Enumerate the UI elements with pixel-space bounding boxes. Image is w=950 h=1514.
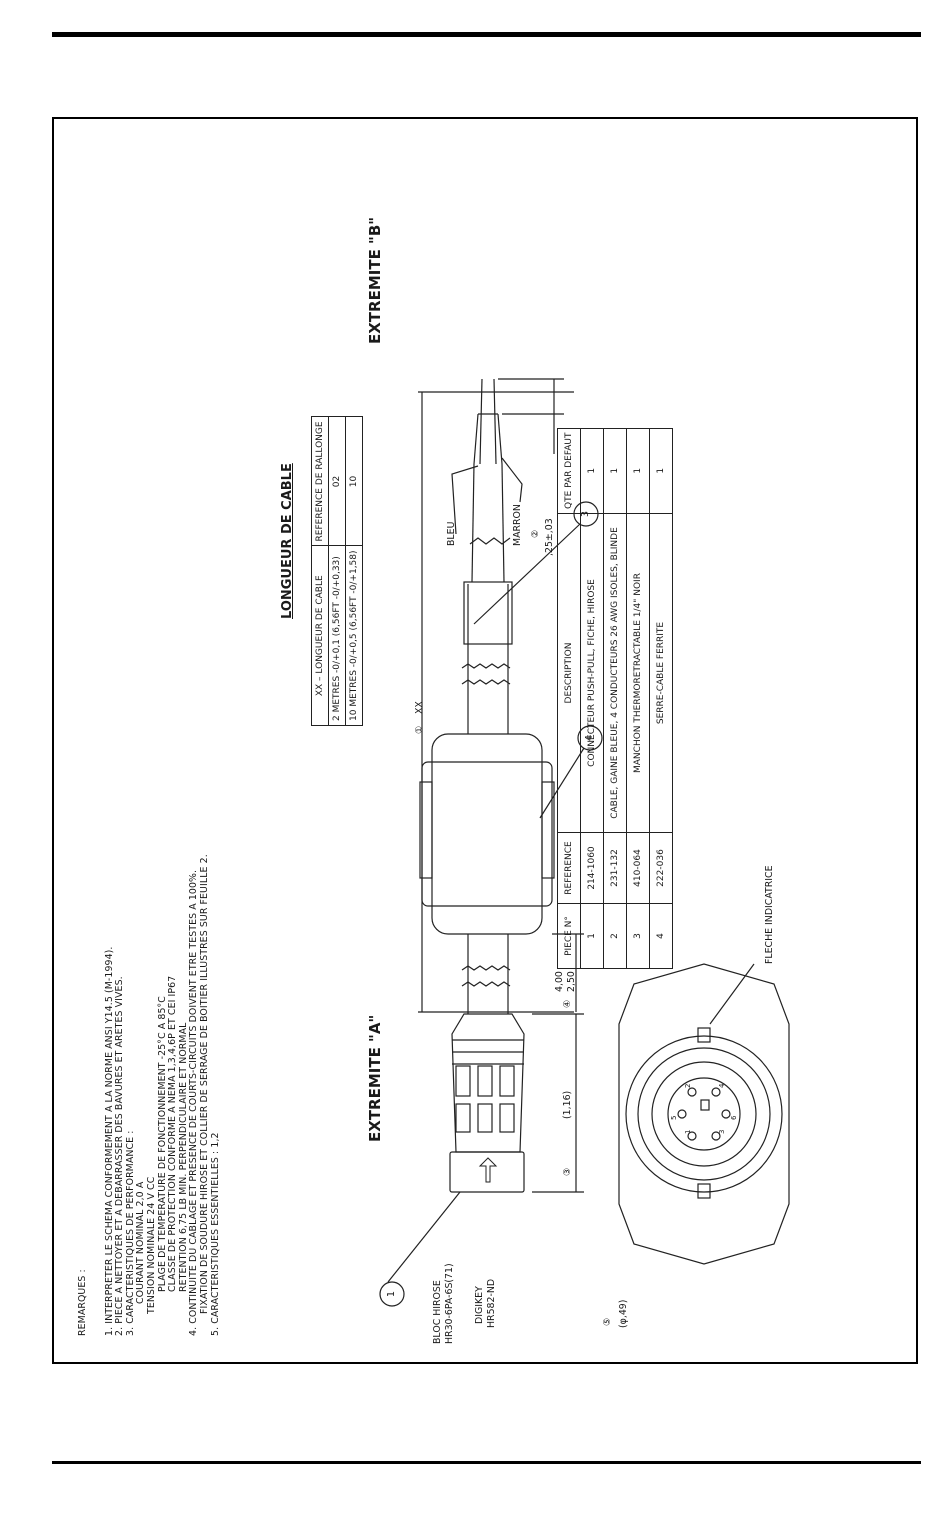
pin-label: 5 [670, 1115, 678, 1120]
dimension-label: (φ,49) [618, 1299, 629, 1328]
dimension-label: 4,00 [554, 971, 565, 992]
break-symbol [461, 981, 511, 987]
critical-mark: ② [530, 529, 541, 538]
leader-line [473, 523, 581, 625]
indicator-arrow-label: FLECHE INDICATRICE [764, 865, 775, 964]
drawing-sheet: REMARQUES : 1. INTERPRETER LE SCHEMA CON… [54, 119, 918, 1364]
hirose-label: BLOC HIROSE [432, 1280, 443, 1344]
balloon-label: 1 [386, 1291, 397, 1297]
leader-line [539, 747, 585, 819]
heat-shrink-sleeve [463, 581, 513, 645]
digikey-part-label: HR582-ND [486, 1278, 497, 1328]
leader-line [387, 1191, 461, 1283]
break-symbol [461, 965, 511, 971]
pin-label: 6 [730, 1115, 738, 1120]
digikey-label: DIGIKEY [474, 1286, 485, 1324]
leader-line [501, 457, 523, 503]
drawing-frame: REMARQUES : 1. INTERPRETER LE SCHEMA CON… [52, 117, 918, 1364]
dimension-label: ,25±,03 [544, 518, 555, 556]
bottom-rule [52, 1461, 921, 1464]
wire-label-bleu: BLEU [446, 521, 457, 546]
hirose-connector [449, 1013, 525, 1193]
cable-drawing [379, 378, 790, 1307]
hirose-part-label: HR30-6PA-6S(71) [444, 1263, 455, 1344]
critical-mark: ① [414, 725, 425, 734]
pin-label: 4 [718, 1083, 726, 1088]
wire-label-marron: MARRON [512, 504, 523, 546]
balloon-3 [573, 501, 599, 527]
dimension-label: 2,50 [566, 971, 577, 992]
connector-face-view [618, 963, 790, 1265]
break-symbol [469, 537, 511, 545]
balloon-label: 4 [584, 735, 595, 741]
dimension-label: (1,16) [562, 1090, 573, 1119]
dimension-label: XX [414, 701, 425, 714]
pin-label: 3 [718, 1129, 726, 1134]
pin-label: 1 [684, 1129, 692, 1134]
break-symbol [461, 663, 511, 669]
top-rule [52, 32, 921, 37]
pin-label: 2 [684, 1083, 692, 1088]
balloon-1 [379, 1281, 405, 1307]
critical-mark: ⑤ [602, 1317, 613, 1326]
balloon-label: 3 [580, 511, 591, 517]
critical-mark: ③ [562, 1167, 573, 1176]
break-symbol [461, 679, 511, 685]
ferrite-clamp [419, 733, 555, 935]
leader-line [451, 465, 479, 535]
balloon-4 [577, 725, 603, 751]
critical-mark: ④ [562, 999, 573, 1008]
